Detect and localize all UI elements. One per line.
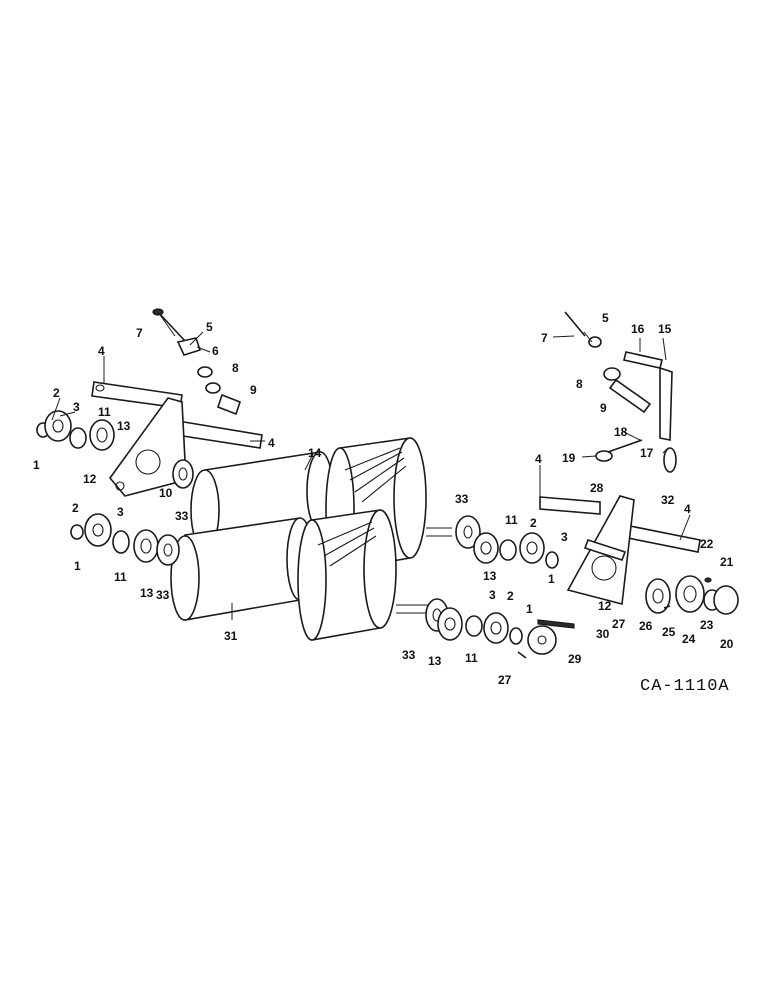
callout-3-mid-top: 3 [561, 530, 568, 544]
left-side-frame [91, 381, 263, 497]
callout-11-left-low: 11 [114, 570, 127, 584]
drawing-code: CA-1110A [640, 677, 730, 696]
callout-11-mid-top: 11 [505, 513, 518, 527]
callout-4-right-mid: 4 [535, 452, 542, 466]
callout-2-left-top: 2 [53, 386, 60, 400]
callout-4-right: 4 [684, 502, 691, 516]
callout-5-right: 5 [602, 311, 609, 325]
callout-5-left: 5 [206, 320, 213, 334]
callout-16: 16 [631, 322, 645, 336]
callout-21: 21 [720, 555, 734, 569]
callout-19: 19 [562, 451, 576, 465]
callout-18: 18 [614, 425, 628, 439]
callout-26: 26 [639, 619, 653, 633]
callout-13-mid-low: 13 [428, 654, 442, 668]
callout-33-left-top: 33 [175, 509, 189, 523]
callout-9-right: 9 [600, 401, 607, 415]
right-lower-bearings [425, 598, 575, 659]
right-upper-bearings [455, 515, 559, 569]
callout-3-left-low: 3 [117, 505, 124, 519]
callout-4-left-mid: 4 [268, 436, 275, 450]
callout-27-right: 27 [612, 617, 626, 631]
callout-29: 29 [568, 652, 582, 666]
callout-23: 23 [700, 618, 714, 632]
callout-8-left: 8 [232, 361, 239, 375]
callout-27-low: 27 [498, 673, 512, 687]
callout-2-mid-top: 2 [530, 516, 537, 530]
callout-25: 25 [662, 625, 676, 639]
callout-33-mid-low: 33 [402, 648, 416, 662]
callout-32: 32 [661, 493, 675, 507]
callout-1-mid-top: 1 [548, 572, 555, 586]
callout-2-mid-low: 2 [507, 589, 514, 603]
left-lower-bearings [70, 513, 180, 566]
callout-1-mid-low: 1 [526, 602, 533, 616]
left-upper-bearings [36, 410, 194, 489]
callout-13-left-low: 13 [140, 586, 154, 600]
callout-8-right: 8 [576, 377, 583, 391]
right-adjuster-parts [564, 311, 677, 473]
callout-15: 15 [658, 322, 672, 336]
callout-3-left-top: 3 [73, 400, 80, 414]
callout-13-left-top: 13 [117, 419, 131, 433]
callout-11-left-top: 11 [98, 405, 111, 419]
callout-3-mid-low: 3 [489, 588, 496, 602]
callout-24: 24 [682, 632, 696, 646]
callout-12-right: 12 [598, 599, 612, 613]
right-pulley-parts [645, 575, 739, 615]
leader-lines [51, 311, 691, 620]
callout-28: 28 [590, 481, 604, 495]
callout-2-left-low: 2 [72, 501, 79, 515]
callout-12-left: 12 [83, 472, 97, 486]
callout-33-left-low: 33 [156, 588, 170, 602]
callout-1-left-low: 1 [74, 559, 81, 573]
callout-17: 17 [640, 446, 654, 460]
callout-13-mid-top: 13 [483, 569, 497, 583]
callout-labels: 7 5 6 8 9 4 2 3 11 13 4 14 1 12 10 33 2 … [33, 311, 734, 687]
callout-30: 30 [596, 627, 610, 641]
callout-20: 20 [720, 637, 734, 651]
lower-roller [170, 509, 428, 641]
callout-7-left: 7 [136, 326, 143, 340]
callout-6-left: 6 [212, 344, 219, 358]
callout-1-left-top: 1 [33, 458, 40, 472]
callout-33-mid-top: 33 [455, 492, 469, 506]
right-side-frame [539, 495, 701, 606]
callout-10: 10 [159, 486, 173, 500]
left-adjuster-parts [152, 308, 241, 416]
callout-9-left: 9 [250, 383, 257, 397]
callout-14: 14 [308, 446, 322, 460]
callout-22: 22 [700, 537, 714, 551]
callout-11-mid-low: 11 [465, 651, 478, 665]
callout-31: 31 [224, 629, 238, 643]
callout-4-left-top: 4 [98, 344, 105, 358]
callout-7-right: 7 [541, 331, 548, 345]
